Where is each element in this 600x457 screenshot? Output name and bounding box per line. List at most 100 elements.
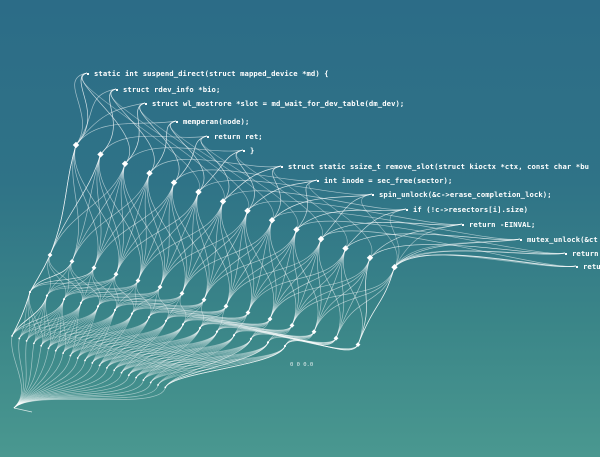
- node-dot: [11, 335, 13, 337]
- branch-curve: [91, 313, 133, 364]
- branch-curve: [148, 293, 183, 318]
- branch-curve: [203, 220, 273, 300]
- code-line-text: int inode = sec_free(sector);: [324, 176, 453, 185]
- branch-curve: [99, 317, 150, 366]
- branch-curve: [159, 201, 224, 288]
- code-line-text: static int suspend_direct(struct mapped_…: [94, 69, 329, 78]
- node-marker: [135, 278, 141, 283]
- code-line-text: mutex_unlock(&ct: [527, 235, 598, 244]
- branch-curve: [199, 323, 337, 343]
- node-dot: [18, 337, 21, 340]
- branch-curve: [106, 335, 235, 369]
- branch-curve: [143, 342, 269, 381]
- node-marker: [311, 329, 317, 335]
- branch-curve: [250, 333, 359, 350]
- branch-curve: [199, 323, 315, 337]
- branch-curve: [11, 291, 31, 337]
- code-line-dot: [520, 239, 522, 241]
- node-dot: [164, 319, 168, 322]
- branch-curve: [389, 208, 407, 268]
- branch-curve: [93, 173, 150, 268]
- branch-curve: [148, 311, 249, 319]
- branch-curve: [40, 299, 65, 346]
- branch-curve: [284, 331, 315, 347]
- branch-curve: [55, 313, 133, 351]
- branch-curve: [165, 312, 249, 321]
- branch-curve: [172, 182, 208, 300]
- branch-curve: [26, 295, 48, 342]
- branch-curve: [244, 210, 255, 313]
- branch-curve: [165, 306, 227, 321]
- branch-curve: [269, 229, 297, 320]
- node-dot: [40, 344, 43, 347]
- branch-curve: [164, 342, 269, 388]
- branch-curve: [28, 291, 44, 346]
- node-marker: [333, 335, 339, 341]
- branch-curve: [158, 286, 169, 321]
- node-dot: [232, 334, 236, 337]
- node-dot: [69, 354, 72, 357]
- branch-curve: [139, 102, 180, 183]
- branch-curve: [11, 291, 31, 337]
- branch-curve: [46, 254, 51, 296]
- node-dot: [135, 376, 138, 379]
- branch-curve: [63, 274, 117, 300]
- branch-curve: [74, 144, 120, 275]
- branch-curve: [29, 254, 51, 293]
- branch-curve: [182, 306, 227, 325]
- branch-curve: [113, 327, 201, 371]
- branch-curve: [18, 306, 99, 339]
- branch-curve: [62, 299, 67, 354]
- branch-curve: [150, 345, 286, 383]
- branch-curve: [26, 306, 99, 342]
- branch-curve: [291, 229, 300, 326]
- branch-curve: [165, 293, 183, 321]
- branch-curve: [235, 149, 324, 240]
- branch-curve: [157, 335, 235, 386]
- branch-curve: [11, 295, 48, 337]
- branch-curve: [26, 291, 31, 342]
- branch-curve: [181, 210, 248, 294]
- branch-curve: [221, 201, 252, 313]
- branch-curve: [225, 210, 248, 307]
- branch-curve: [11, 335, 22, 409]
- code-line-dot: [565, 253, 567, 255]
- branch-curve: [63, 280, 139, 300]
- branch-curve: [216, 325, 293, 332]
- branch-curve: [113, 320, 167, 371]
- branch-curve: [63, 267, 95, 300]
- branch-curve: [99, 313, 133, 366]
- code-line-text: memperan(node);: [183, 117, 250, 126]
- branch-curve: [77, 324, 184, 359]
- node-dot: [149, 381, 152, 384]
- branch-curve: [97, 274, 117, 307]
- code-line-dot: [176, 121, 178, 123]
- branch-curve: [80, 293, 183, 304]
- branch-curve: [291, 248, 346, 326]
- node-marker: [170, 179, 178, 186]
- branch-curve: [40, 313, 133, 346]
- branch-curve: [121, 324, 184, 373]
- branch-curve: [219, 201, 232, 307]
- branch-curve: [200, 135, 230, 202]
- branch-curve: [269, 238, 322, 320]
- branch-curve: [357, 257, 371, 345]
- branch-curve: [63, 261, 73, 300]
- branch-curve: [233, 318, 271, 336]
- branch-curve: [91, 309, 116, 364]
- code-line-dot: [576, 266, 578, 268]
- branch-curve: [318, 238, 341, 339]
- node-dot: [215, 330, 219, 333]
- branch-curve: [291, 267, 395, 326]
- branch-curve: [182, 319, 315, 337]
- branch-curve: [216, 326, 337, 343]
- branch-curve: [122, 163, 143, 281]
- branch-curve: [150, 342, 269, 383]
- branch-curve: [159, 191, 199, 288]
- branch-curve: [182, 299, 205, 325]
- branch-curve: [199, 306, 227, 329]
- branch-curve: [48, 254, 67, 300]
- branch-curve: [135, 338, 252, 378]
- branch-curve: [70, 306, 99, 356]
